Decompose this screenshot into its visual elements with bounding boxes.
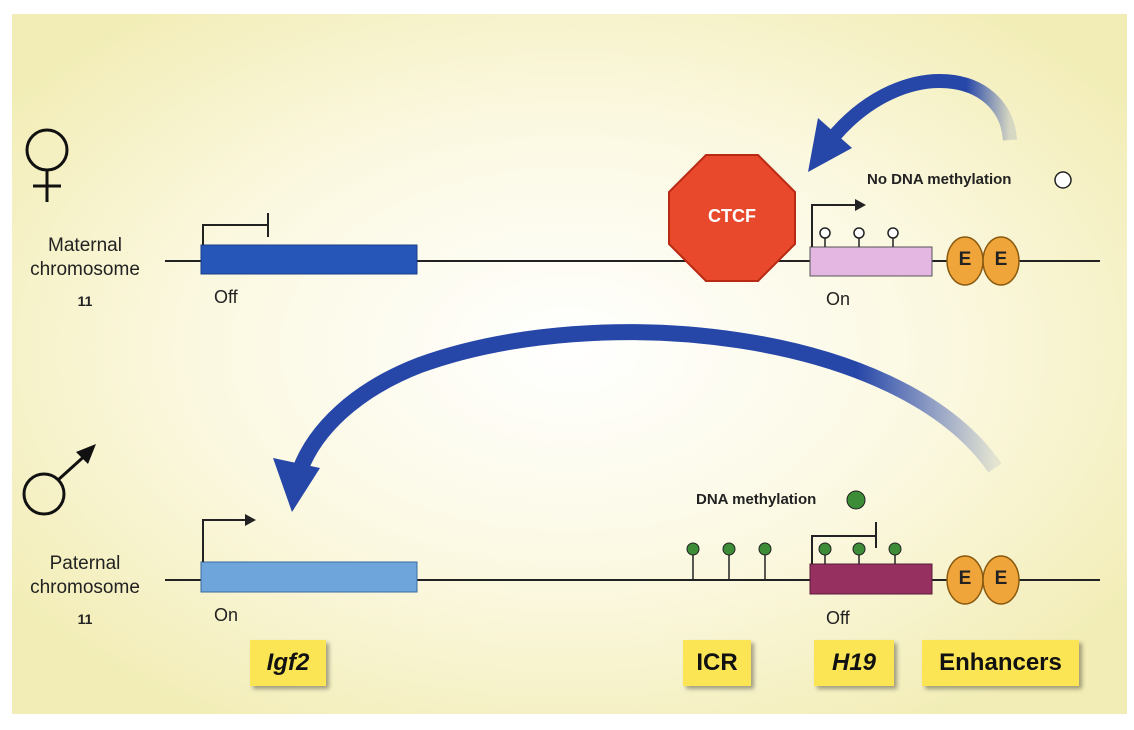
maternal-h19-promoter-arrow xyxy=(811,204,855,247)
icr-methylated-sites xyxy=(686,542,772,580)
ctcf-label: CTCF xyxy=(708,206,756,226)
maternal-enhancer-arrow xyxy=(829,74,1017,141)
male-symbol xyxy=(22,444,96,516)
h19-tag: H19 xyxy=(814,640,894,686)
paternal-chromosome-label: Paternal chromosome xyxy=(5,552,165,600)
maternal-igf2-blocked-promoter xyxy=(202,224,268,245)
paternal-enhancer-arrow xyxy=(292,324,1002,474)
icr-tag: ICR xyxy=(683,640,751,686)
paternal-enhancer-2-label: E xyxy=(994,568,1008,589)
paternal-igf2-gene xyxy=(200,561,418,593)
paternal-enhancer-2 xyxy=(982,555,1020,605)
maternal-igf2-gene xyxy=(200,244,418,275)
maternal-h19-gene xyxy=(809,246,933,277)
maternal-chromosome-label: Maternal chromosome xyxy=(5,234,165,282)
h19-methylated-sites xyxy=(818,542,902,564)
igf2-tag: Igf2 xyxy=(250,640,326,686)
no-methylation-label: No DNA methylation xyxy=(867,171,1012,188)
maternal-igf2-state: Off xyxy=(214,287,238,307)
paternal-label-line2: chromosome xyxy=(30,577,140,598)
paternal-chromosome-number: 11 xyxy=(77,611,93,627)
female-symbol xyxy=(25,128,69,202)
ctcf-octagon xyxy=(668,154,796,282)
arrowhead-icon xyxy=(245,514,256,526)
paternal-label-line1: Paternal xyxy=(49,553,121,574)
unmethylated-sites xyxy=(819,227,899,247)
arrowhead-icon xyxy=(855,199,866,211)
unmethylated-legend-icon xyxy=(1054,171,1072,189)
paternal-igf2-state: On xyxy=(214,605,239,625)
methylated-legend-icon xyxy=(846,490,866,510)
maternal-chromosome-number: 11 xyxy=(77,293,93,309)
maternal-arrowhead-icon xyxy=(808,118,852,172)
maternal-enhancer-2 xyxy=(982,236,1020,286)
paternal-igf2-promoter-arrow xyxy=(202,519,245,562)
maternal-label-line1: Maternal xyxy=(48,235,122,256)
enhancers-tag: Enhancers xyxy=(922,640,1079,686)
maternal-label-line2: chromosome xyxy=(30,259,140,280)
paternal-h19-blocked-promoter xyxy=(811,535,876,564)
paternal-enhancer-1-label: E xyxy=(958,568,972,589)
maternal-enhancer-1-label: E xyxy=(958,249,972,270)
maternal-h19-state: On xyxy=(826,289,851,309)
paternal-arrowhead-icon xyxy=(273,458,320,512)
maternal-enhancer-2-label: E xyxy=(994,249,1008,270)
diagram-background xyxy=(12,14,1127,714)
paternal-h19-state: Off xyxy=(826,608,850,628)
methylation-label: DNA methylation xyxy=(696,491,817,508)
paternal-h19-gene xyxy=(809,563,933,595)
